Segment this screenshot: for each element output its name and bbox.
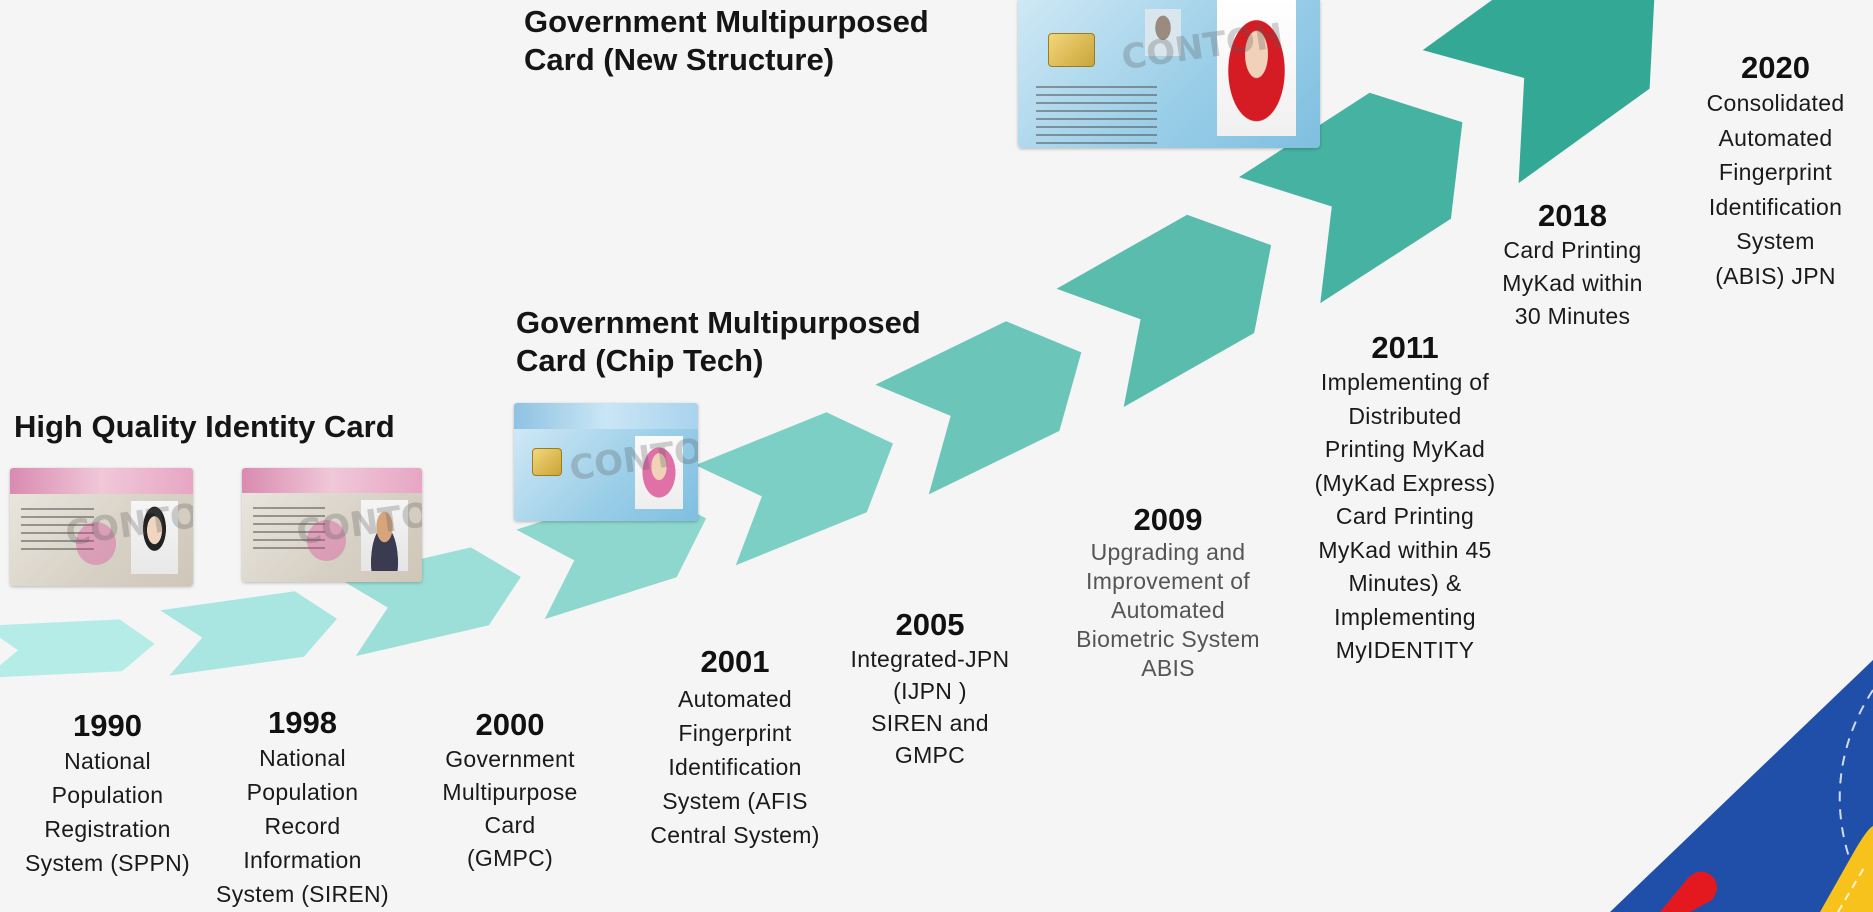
milestone-description: Automated Fingerprint Identification Sys… bbox=[650, 686, 820, 848]
milestone-description: Upgrading and Improvement of Automated B… bbox=[1076, 539, 1260, 681]
milestone-2018: 2018 Card Printing MyKad within 30 Minut… bbox=[1470, 198, 1675, 333]
milestone-2001: 2001 Automated Fingerprint Identificatio… bbox=[620, 642, 850, 852]
milestone-description: Government Multipurpose Card (GMPC) bbox=[442, 746, 578, 871]
id-card-image-1998: CONTOH bbox=[242, 468, 422, 582]
milestone-year: 2009 bbox=[1133, 502, 1203, 537]
milestone-description: Implementing of Distributed Printing MyK… bbox=[1314, 369, 1496, 663]
milestone-description: Consolidated Automated Fingerprint Ident… bbox=[1706, 90, 1845, 289]
milestone-2011: 2011 Implementing of Distributed Printin… bbox=[1290, 330, 1520, 668]
arrow-chevron-segment bbox=[875, 321, 1082, 495]
milestone-year: 1990 bbox=[73, 708, 142, 743]
id-card-image-chip: CONTOH bbox=[514, 403, 698, 521]
milestone-description: Integrated-JPN (IJPN ) SIREN and GMPC bbox=[850, 646, 1010, 768]
heading-chip-tech: Government Multipurposed Card (Chip Tech… bbox=[516, 305, 921, 378]
id-card-image-1990: CONTOH bbox=[10, 468, 193, 586]
arrow-chevron-segment bbox=[1422, 0, 1655, 184]
id-card-image-new-structure: CONTOH bbox=[1018, 0, 1320, 148]
milestone-1998: 1998 National Population Record Informat… bbox=[195, 705, 410, 911]
milestone-2005: 2005 Integrated-JPN (IJPN ) SIREN and GM… bbox=[830, 607, 1030, 771]
milestone-year: 2000 bbox=[475, 707, 545, 742]
milestone-2009: 2009 Upgrading and Improvement of Automa… bbox=[1048, 502, 1288, 683]
milestone-1990: 1990 National Population Registration Sy… bbox=[0, 708, 215, 880]
milestone-description: National Population Record Information S… bbox=[216, 745, 389, 907]
arrow-chevron-segment bbox=[160, 591, 337, 676]
milestone-description: Card Printing MyKad within 30 Minutes bbox=[1502, 237, 1643, 329]
milestone-year: 2001 bbox=[700, 644, 770, 679]
milestone-year: 2005 bbox=[895, 607, 965, 642]
milestone-year: 1998 bbox=[268, 705, 337, 740]
milestone-year: 2018 bbox=[1538, 198, 1607, 233]
arrow-chevron-segment bbox=[1056, 214, 1272, 407]
arrow-chevron-segment bbox=[695, 412, 893, 566]
milestone-2020: 2020 Consolidated Automated Fingerprint … bbox=[1683, 50, 1868, 293]
heading-high-quality: High Quality Identity Card bbox=[14, 409, 395, 444]
milestone-description: National Population Registration System … bbox=[25, 748, 190, 876]
milestone-year: 2011 bbox=[1371, 330, 1439, 365]
heading-new-structure: Government Multipurposed Card (New Struc… bbox=[524, 4, 929, 77]
milestone-2000: 2000 Government Multipurpose Card (GMPC) bbox=[415, 707, 605, 875]
arrow-chevron-segment bbox=[0, 619, 155, 678]
milestone-year: 2020 bbox=[1741, 50, 1810, 85]
